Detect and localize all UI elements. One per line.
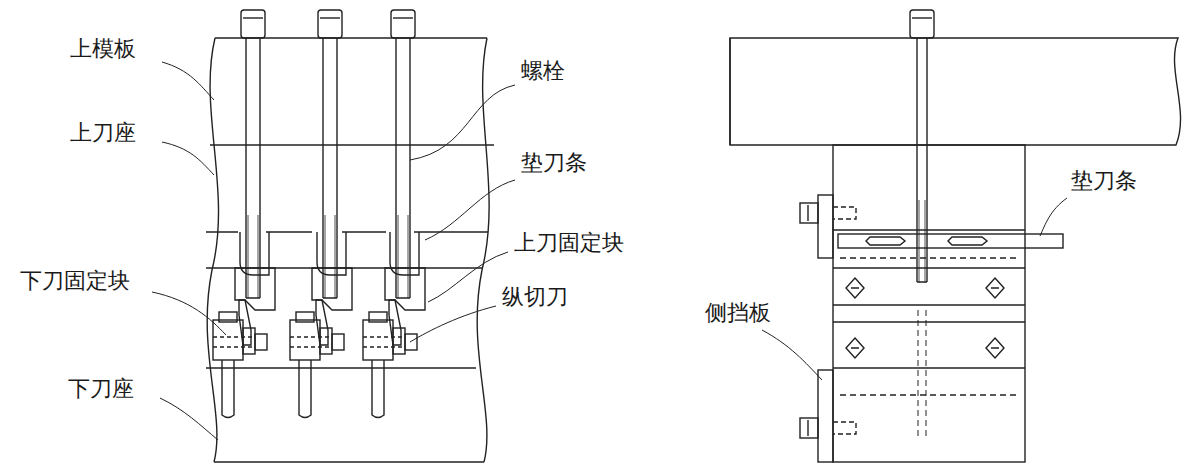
part-label: 下刀座 [66, 376, 136, 402]
knife-units [213, 10, 425, 418]
upper-fixing-block [385, 268, 425, 310]
bolt-head [393, 17, 413, 18]
slitting-knife [389, 300, 401, 345]
hidden-line [840, 394, 1020, 395]
upper-plate [730, 38, 1181, 145]
hidden-line [290, 337, 332, 347]
part-label: 螺栓 [519, 58, 567, 84]
leader-line [762, 330, 822, 380]
part-label: 垫刀条 [1069, 168, 1139, 194]
bolt-thread [325, 215, 335, 298]
bolt-head [241, 10, 265, 38]
upper-fixing-block [312, 268, 352, 310]
lower-seat-edge [206, 367, 476, 368]
hidden-line [918, 310, 926, 440]
leader-line [160, 398, 218, 440]
side-plate [818, 370, 833, 462]
bolt-shank [372, 360, 384, 418]
bolt-head [800, 418, 818, 438]
bolt-head [243, 17, 263, 18]
screw-mark [851, 288, 999, 348]
hidden-line [363, 337, 405, 347]
bolt-head [910, 10, 934, 38]
leader-lines [152, 62, 1067, 440]
bolt-head [320, 17, 340, 18]
hidden-line [833, 422, 856, 434]
part-label: 垫刀条 [519, 150, 589, 176]
bolt-head [391, 10, 415, 38]
seat-edge [833, 304, 1025, 305]
leader-line [410, 85, 515, 160]
bolt-shank [917, 38, 927, 282]
part-label: 侧挡板 [703, 300, 773, 326]
bolt-shank [222, 360, 234, 418]
seat-edge [833, 321, 1025, 322]
part-label: 上刀座 [68, 120, 138, 146]
plate-edge [210, 144, 494, 145]
bolt-head [807, 420, 808, 436]
plate-edge [729, 38, 730, 145]
leader-line [1040, 198, 1067, 236]
bolt-thread [919, 200, 925, 282]
slitting-knife [239, 300, 251, 345]
leader-line [162, 62, 214, 100]
bolt-head [255, 334, 267, 350]
bolt-shank [299, 360, 311, 418]
hidden-line [840, 257, 1020, 258]
lower-knife [320, 328, 332, 354]
pad-strip [838, 234, 1063, 248]
bolt-head [800, 203, 818, 223]
bolt-shank [323, 38, 337, 298]
seat-edge [833, 367, 1025, 368]
screw-mark [846, 278, 1004, 358]
bolt-shank [246, 38, 260, 298]
lower-knife [393, 328, 405, 354]
break-line [207, 38, 218, 462]
bolt-thread [398, 215, 408, 298]
lower-fixing-block [290, 320, 320, 360]
part-label: 上刀固定块 [512, 230, 626, 256]
lower-fixing-block [363, 320, 393, 360]
bolt-head [332, 334, 344, 350]
upper-fixing-block [235, 268, 275, 310]
bolt-head [219, 312, 237, 322]
leader-line [410, 306, 496, 342]
plate-edge [214, 461, 484, 462]
part-label: 纵切刀 [500, 284, 570, 310]
leader-line [425, 180, 515, 240]
bolt-head [318, 10, 342, 38]
hidden-line [213, 337, 255, 347]
part-label: 上模板 [68, 36, 138, 62]
bolt-head [296, 312, 314, 322]
bolt-head [807, 205, 808, 221]
slitting-knife [316, 300, 328, 345]
bolt-thread [248, 215, 258, 298]
part-label: 下刀固定块 [18, 268, 132, 294]
lower-knife [243, 328, 255, 354]
bolt-head [369, 312, 387, 322]
bolt-shank [396, 38, 410, 298]
side-plate [818, 195, 833, 258]
bolt-head [912, 17, 932, 18]
leader-line [162, 142, 214, 175]
leader-line [152, 292, 226, 335]
hidden-line [833, 207, 856, 219]
knife-column [833, 145, 1025, 462]
bolt-head [405, 334, 417, 350]
seat-edge [833, 267, 1025, 268]
break-line [477, 38, 489, 462]
leader-line [428, 252, 508, 302]
seat-edge [833, 229, 1025, 230]
